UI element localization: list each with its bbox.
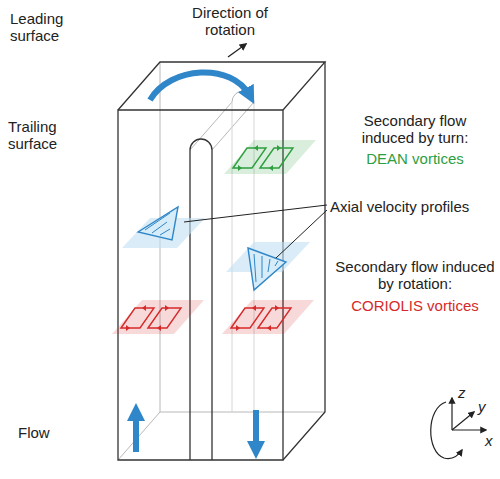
text-label: Leading surface: [10, 10, 90, 44]
hidden-edge: [118, 62, 325, 460]
text-label: Secondary flow induced by turn:: [340, 112, 490, 146]
flow-down-arrow: [253, 410, 259, 450]
velocity-profile: [138, 207, 178, 240]
turn-arrow: [150, 72, 250, 100]
divider-wall: [190, 139, 212, 460]
text-label: DEAN vortices: [340, 150, 490, 167]
leader-line: [184, 205, 327, 258]
y-axis: [452, 412, 474, 430]
coriolis-vortices: [222, 300, 314, 334]
text-label: Direction of rotation: [170, 4, 290, 38]
flow-up-arrow: [133, 412, 139, 452]
axis-label: x: [485, 432, 497, 449]
rotation-arrow: [228, 44, 246, 57]
text-label: Axial velocity profiles: [330, 198, 495, 215]
z-axis: [451, 398, 452, 430]
x-axis: [452, 429, 486, 430]
top-face: [118, 62, 325, 110]
axial-profile: [226, 242, 310, 290]
divider-back: [190, 91, 254, 150]
axial-profile: [122, 207, 205, 248]
text-label: CORIOLIS vortices: [335, 297, 495, 314]
text-label: Flow: [18, 424, 78, 441]
profile-hatch: [145, 213, 170, 235]
axis-label: y: [478, 398, 492, 415]
coriolis-vortices: [112, 300, 204, 334]
axis-triad: [431, 398, 486, 459]
channel-box: [118, 62, 325, 460]
dean-vortices: [224, 140, 316, 174]
hidden-edges: [118, 62, 325, 460]
rotation-loop: [431, 402, 462, 459]
axis-label: z: [458, 384, 472, 401]
text-label: Secondary flow induced by rotation:: [335, 258, 495, 292]
text-label: Trailing surface: [8, 118, 88, 152]
profile-hatch: [254, 254, 278, 282]
